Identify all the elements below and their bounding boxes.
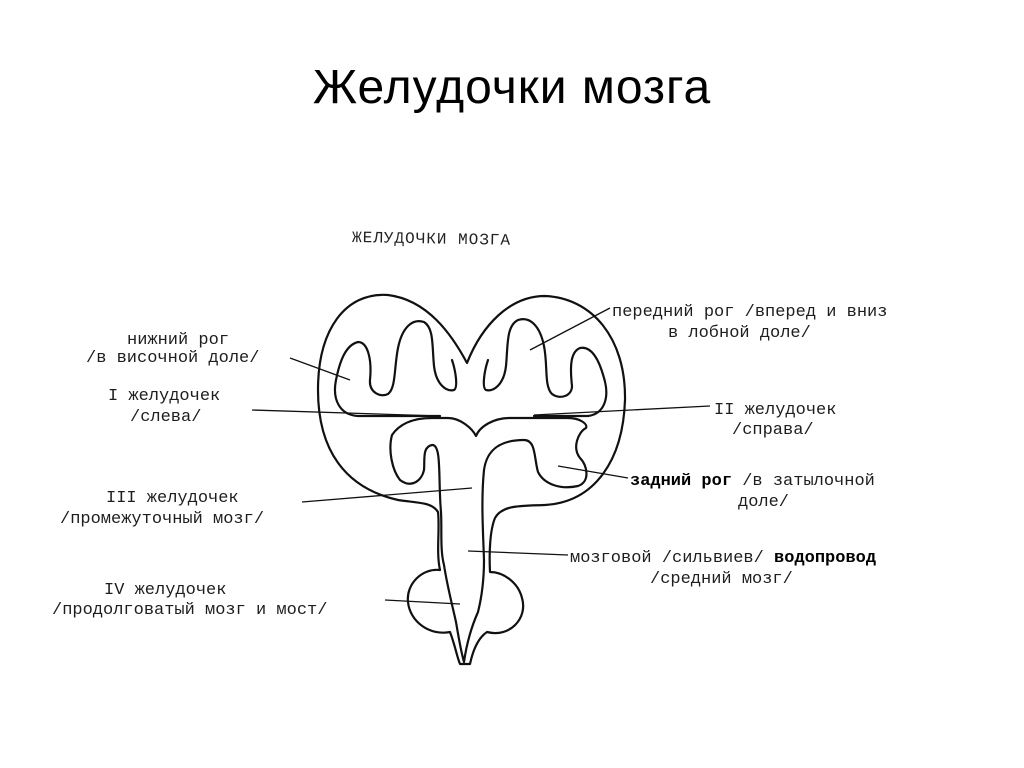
label-aqueduct-line2: /средний мозг/ bbox=[650, 570, 793, 589]
label-aqueduct-line1: мозговой /сильвиев/ водопровод bbox=[570, 549, 876, 568]
label-inferior-horn-line2: /в височной доле/ bbox=[86, 349, 259, 368]
label-ventricle-2-line1: II желудочек bbox=[714, 401, 836, 420]
label-posterior-horn-location: /в затылочной bbox=[732, 472, 875, 491]
leader-inferior-horn bbox=[289, 357, 351, 381]
label-posterior-horn-line2: доле/ bbox=[738, 493, 789, 512]
leader-posterior-horn bbox=[557, 465, 629, 479]
label-ventricle-1-line1: I желудочек bbox=[108, 387, 220, 406]
leader-ventricle-3 bbox=[301, 487, 473, 503]
label-ventricle-3-line2: /промежуточный мозг/ bbox=[60, 510, 264, 529]
label-aqueduct-prefix: мозговой /сильвиев/ bbox=[570, 549, 774, 568]
label-ventricle-2-line2: /справа/ bbox=[732, 421, 814, 440]
label-posterior-horn-term: задний рог bbox=[630, 472, 732, 491]
label-anterior-horn-line1: передний рог /вперед и вниз bbox=[612, 303, 887, 322]
leader-ventricle-1 bbox=[251, 409, 441, 417]
label-posterior-horn-line1: задний рог /в затылочной bbox=[630, 472, 875, 491]
slide-title: Желудочки мозга bbox=[312, 61, 712, 114]
label-ventricle-4-line1: IV желудочек bbox=[104, 581, 226, 600]
left-lateral-ventricle bbox=[333, 320, 458, 418]
ventricular-system bbox=[389, 416, 588, 664]
right-lateral-ventricle bbox=[482, 318, 608, 418]
label-ventricle-4-line2: /продолговатый мозг и мост/ bbox=[52, 601, 327, 620]
figure-subtitle: ЖЕЛУДОЧКИ МОЗГА bbox=[352, 229, 511, 250]
leader-ventricle-2 bbox=[533, 405, 711, 416]
leader-aqueduct bbox=[467, 550, 569, 556]
label-anterior-horn-line2: в лобной доле/ bbox=[668, 324, 811, 343]
label-ventricle-3-line1: III желудочек bbox=[106, 489, 239, 508]
label-inferior-horn-line1: нижний рог bbox=[127, 331, 229, 350]
leader-ventricle-4 bbox=[384, 599, 461, 605]
brain-outline bbox=[316, 293, 627, 666]
leader-anterior-horn bbox=[529, 307, 611, 351]
label-aqueduct-term: водопровод bbox=[774, 549, 876, 568]
label-ventricle-1-line2: /слева/ bbox=[130, 408, 201, 427]
